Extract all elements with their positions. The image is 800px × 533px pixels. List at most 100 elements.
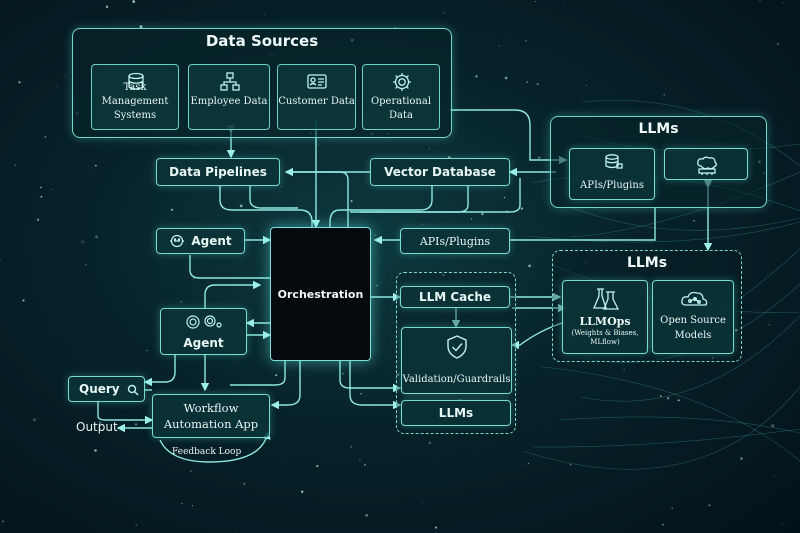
star-dot — [170, 208, 174, 211]
star-dot — [641, 219, 643, 221]
task-management-card[interactable]: Task Management Systems — [91, 64, 179, 130]
star-dot — [442, 12, 445, 14]
star-dot — [317, 151, 319, 152]
star-dot — [95, 164, 97, 167]
star-dot — [134, 19, 136, 21]
star-dot — [360, 393, 362, 395]
star-dot — [537, 156, 541, 159]
star-dot — [505, 209, 509, 213]
star-dot — [663, 94, 665, 96]
star-dot — [536, 83, 539, 86]
light-streak — [541, 366, 800, 462]
star-dot — [94, 449, 97, 452]
llm-cache-box[interactable]: LLM Cache — [400, 286, 510, 308]
star-dot — [350, 200, 353, 202]
star-dot — [585, 261, 587, 263]
star-dot — [316, 464, 319, 468]
customer-data-label: Customer Data — [278, 96, 355, 107]
light-streak — [559, 416, 800, 434]
star-dot — [781, 523, 783, 525]
star-dot — [773, 475, 776, 477]
star-dot — [470, 218, 473, 220]
apis-plugins-box[interactable]: APIs/Plugins — [400, 228, 510, 254]
agent-top-box[interactable]: Agent — [156, 228, 245, 254]
open-source-models-card[interactable]: Open Source Models — [652, 280, 734, 354]
employee-data-card[interactable]: Employee Data — [188, 64, 270, 130]
feedback-loop-label: Feedback Loop — [172, 447, 242, 457]
star-dot — [135, 524, 138, 527]
star-dot — [523, 3, 524, 5]
validation-label: Validation/Guardrails — [402, 374, 511, 385]
star-dot — [55, 85, 57, 87]
star-dot — [771, 424, 775, 428]
llmops-sub-label: (Weights & Biases, MLflow) — [571, 329, 639, 346]
star-dot — [659, 395, 662, 398]
star-dot — [40, 186, 42, 189]
star-dot — [281, 186, 282, 188]
agent-label: Agent — [183, 336, 224, 350]
llmops-label: LLMOps — [579, 315, 631, 328]
star-dot — [661, 523, 665, 526]
operational-data-card[interactable]: Operational Data — [362, 64, 440, 130]
vector-database-box[interactable]: Vector Database — [370, 158, 510, 186]
star-dot — [428, 441, 432, 445]
star-dot — [275, 374, 278, 377]
star-dot — [671, 507, 673, 510]
star-dot — [301, 490, 304, 493]
orchestration-box[interactable]: Orchestration — [270, 227, 371, 361]
workflow-app-box[interactable]: Workflow Automation App — [152, 394, 270, 438]
star-dot — [435, 526, 438, 529]
star-dot — [734, 328, 738, 332]
star-dot — [341, 372, 345, 375]
star-dot — [422, 502, 423, 504]
star-dot — [14, 164, 17, 167]
star-dot — [428, 147, 431, 150]
llmops-card[interactable]: LLMOps (Weights & Biases, MLflow) — [562, 280, 648, 354]
star-dot — [481, 212, 484, 216]
customer-data-card[interactable]: Customer Data — [277, 64, 356, 130]
star-dot — [503, 196, 506, 199]
star-dot — [525, 80, 529, 84]
star-dot — [364, 463, 366, 466]
robot-icon — [170, 234, 184, 248]
light-streak — [565, 204, 800, 231]
star-dot — [525, 39, 527, 42]
star-dot — [81, 240, 84, 243]
star-dot — [264, 14, 265, 16]
validation-box[interactable]: Validation/Guardrails — [401, 327, 512, 394]
star-dot — [623, 368, 625, 370]
star-dot — [84, 263, 87, 266]
operational-data-label: Operational Data — [370, 96, 432, 121]
star-dot — [382, 220, 383, 222]
star-dot — [180, 300, 183, 303]
query-input[interactable]: Query — [68, 376, 145, 402]
star-dot — [667, 397, 670, 400]
star-dot — [132, 0, 136, 3]
star-dot — [193, 277, 196, 280]
llms-middle-box[interactable]: LLMs — [401, 400, 511, 426]
star-dot — [708, 504, 711, 507]
star-dot — [442, 273, 445, 277]
brain-chip-card[interactable] — [664, 148, 748, 180]
query-label: Query — [79, 382, 120, 396]
star-dot — [135, 423, 137, 426]
star-dot — [498, 45, 500, 47]
star-dot — [528, 264, 531, 268]
apis-plugins-llm-card[interactable]: APIs/Plugins — [569, 148, 655, 200]
star-dot — [159, 280, 161, 282]
light-streak — [522, 386, 800, 470]
server-plug-icon — [605, 154, 623, 169]
data-pipelines-box[interactable]: Data Pipelines — [156, 158, 280, 186]
star-dot — [422, 224, 423, 226]
star-dot — [534, 0, 536, 3]
star-dot — [782, 2, 784, 4]
output-label: Output — [76, 420, 118, 434]
star-dot — [767, 273, 768, 275]
star-dot — [475, 75, 478, 78]
light-streak — [532, 428, 800, 448]
star-dot — [50, 189, 52, 191]
light-streak — [580, 315, 800, 402]
agent-box[interactable]: Agent — [160, 308, 247, 355]
star-dot — [768, 324, 770, 326]
star-dot — [1, 520, 5, 523]
